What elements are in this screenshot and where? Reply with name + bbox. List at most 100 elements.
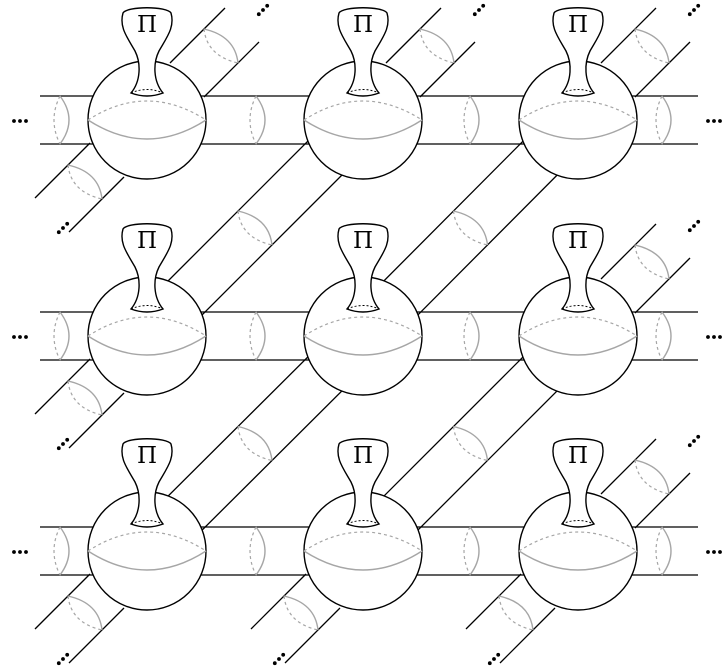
tube-cross-section <box>634 459 670 495</box>
continuation-dot <box>18 335 22 339</box>
continuation-dot <box>12 119 16 123</box>
diagonal-tube-edge <box>284 607 341 664</box>
sphere-equator <box>87 335 207 356</box>
diagonal-tube-edge <box>250 573 307 630</box>
continuation-dot <box>277 657 281 661</box>
continuation-dot <box>477 8 481 12</box>
sphere-equator <box>518 335 638 356</box>
sphere-equator-hidden <box>87 100 207 121</box>
tube-cross-section-hidden <box>53 95 61 145</box>
continuation-dot <box>696 219 701 224</box>
sphere-equator-hidden <box>303 531 423 552</box>
diagonal-tube-edge <box>169 7 226 64</box>
continuation-mark-upper <box>687 3 701 17</box>
continuation-dot <box>65 221 70 226</box>
tube-cross-section <box>469 95 480 145</box>
continuation-dot <box>692 8 696 12</box>
tube-cross-section <box>59 95 70 145</box>
lattice-cell: Π <box>87 223 207 396</box>
continuation-mark-lower <box>56 221 70 235</box>
continuation-dot <box>706 550 710 554</box>
diagonal-tube-edge <box>634 257 691 314</box>
tube-cross-section-hidden <box>655 311 663 361</box>
continuation-dot <box>56 661 61 666</box>
continuation-dot <box>692 224 696 228</box>
tube-cross-section-hidden <box>249 95 257 145</box>
tube-cross-section-hidden <box>67 595 103 631</box>
handle-rim-hidden <box>130 520 164 525</box>
continuation-dot <box>61 657 65 661</box>
continuation-dot <box>65 437 70 442</box>
tube-cross-section <box>661 95 672 145</box>
continuation-dot <box>65 652 70 657</box>
lattice-cell: Π <box>518 438 638 611</box>
tube-cross-section-hidden <box>53 311 61 361</box>
continuation-mark-upper <box>687 434 701 448</box>
tube-cross-section-hidden <box>237 210 273 246</box>
cell-label: Π <box>568 12 588 38</box>
diagonal-tube-edge <box>68 392 125 449</box>
handle-rim-hidden <box>130 89 164 94</box>
lattice-cell: Π <box>303 223 423 396</box>
tube-cross-section <box>255 311 266 361</box>
continuation-dot <box>56 230 61 235</box>
tube-cross-section <box>661 526 672 576</box>
continuation-mark-left <box>12 119 28 123</box>
tube-cross-section <box>283 595 319 631</box>
continuation-dot <box>12 550 16 554</box>
continuation-layer <box>12 3 722 666</box>
tube-cross-section-hidden <box>634 28 670 64</box>
tube-cross-section <box>469 311 480 361</box>
continuation-dot <box>472 12 477 17</box>
tube-cross-section <box>634 244 670 280</box>
tube-cross-section-hidden <box>634 459 670 495</box>
continuation-dot <box>718 119 722 123</box>
tube-cross-section-hidden <box>203 28 239 64</box>
lattice-cell: Π <box>87 438 207 611</box>
continuation-dot <box>718 550 722 554</box>
sphere-equator <box>303 119 423 140</box>
tube-cross-section-hidden <box>452 426 488 462</box>
continuation-dot <box>24 335 28 339</box>
tube-cross-section-hidden <box>452 210 488 246</box>
continuation-dot <box>18 119 22 123</box>
diagonal-tube-edge <box>203 41 260 98</box>
tube-cross-section-hidden <box>463 526 471 576</box>
diagonal-tube-edge <box>419 41 476 98</box>
continuation-dot <box>61 442 65 446</box>
sphere-equator-hidden <box>87 531 207 552</box>
tube-cross-section-hidden <box>283 595 319 631</box>
continuation-mark-upper <box>256 3 270 17</box>
tube-cross-section-hidden <box>463 311 471 361</box>
continuation-dot <box>12 335 16 339</box>
tube-cross-section <box>237 210 273 246</box>
tube-cross-section-hidden <box>498 595 534 631</box>
tube-cross-section <box>453 210 489 246</box>
sphere-equator <box>87 119 207 140</box>
continuation-mark-lower <box>272 652 286 666</box>
cell-label: Π <box>568 443 588 469</box>
tube-cross-section <box>419 28 455 64</box>
tube-cross-section-hidden <box>419 28 455 64</box>
diagonal-tube-edge <box>385 7 442 64</box>
diagonal-tube-edge <box>600 223 657 280</box>
lattice-cell: Π <box>518 223 638 396</box>
continuation-dot <box>56 446 61 451</box>
handle-rim-hidden <box>561 89 595 94</box>
diagonal-tube-edge <box>634 41 691 98</box>
continuation-dot <box>692 439 696 443</box>
continuation-dot <box>24 119 28 123</box>
diagonal-tube-edge <box>34 142 91 199</box>
tube-cross-section-hidden <box>67 164 103 200</box>
continuation-dot <box>481 3 486 8</box>
sphere-equator <box>87 550 207 571</box>
tube-cross-section-hidden <box>67 380 103 416</box>
cell-label: Π <box>137 443 157 469</box>
tube-cross-section-hidden <box>249 526 257 576</box>
continuation-mark-lower <box>56 437 70 451</box>
tube-cross-section <box>661 311 672 361</box>
cell-label: Π <box>353 228 373 254</box>
tube-cross-section <box>634 28 670 64</box>
handle-rim-hidden <box>346 305 380 310</box>
